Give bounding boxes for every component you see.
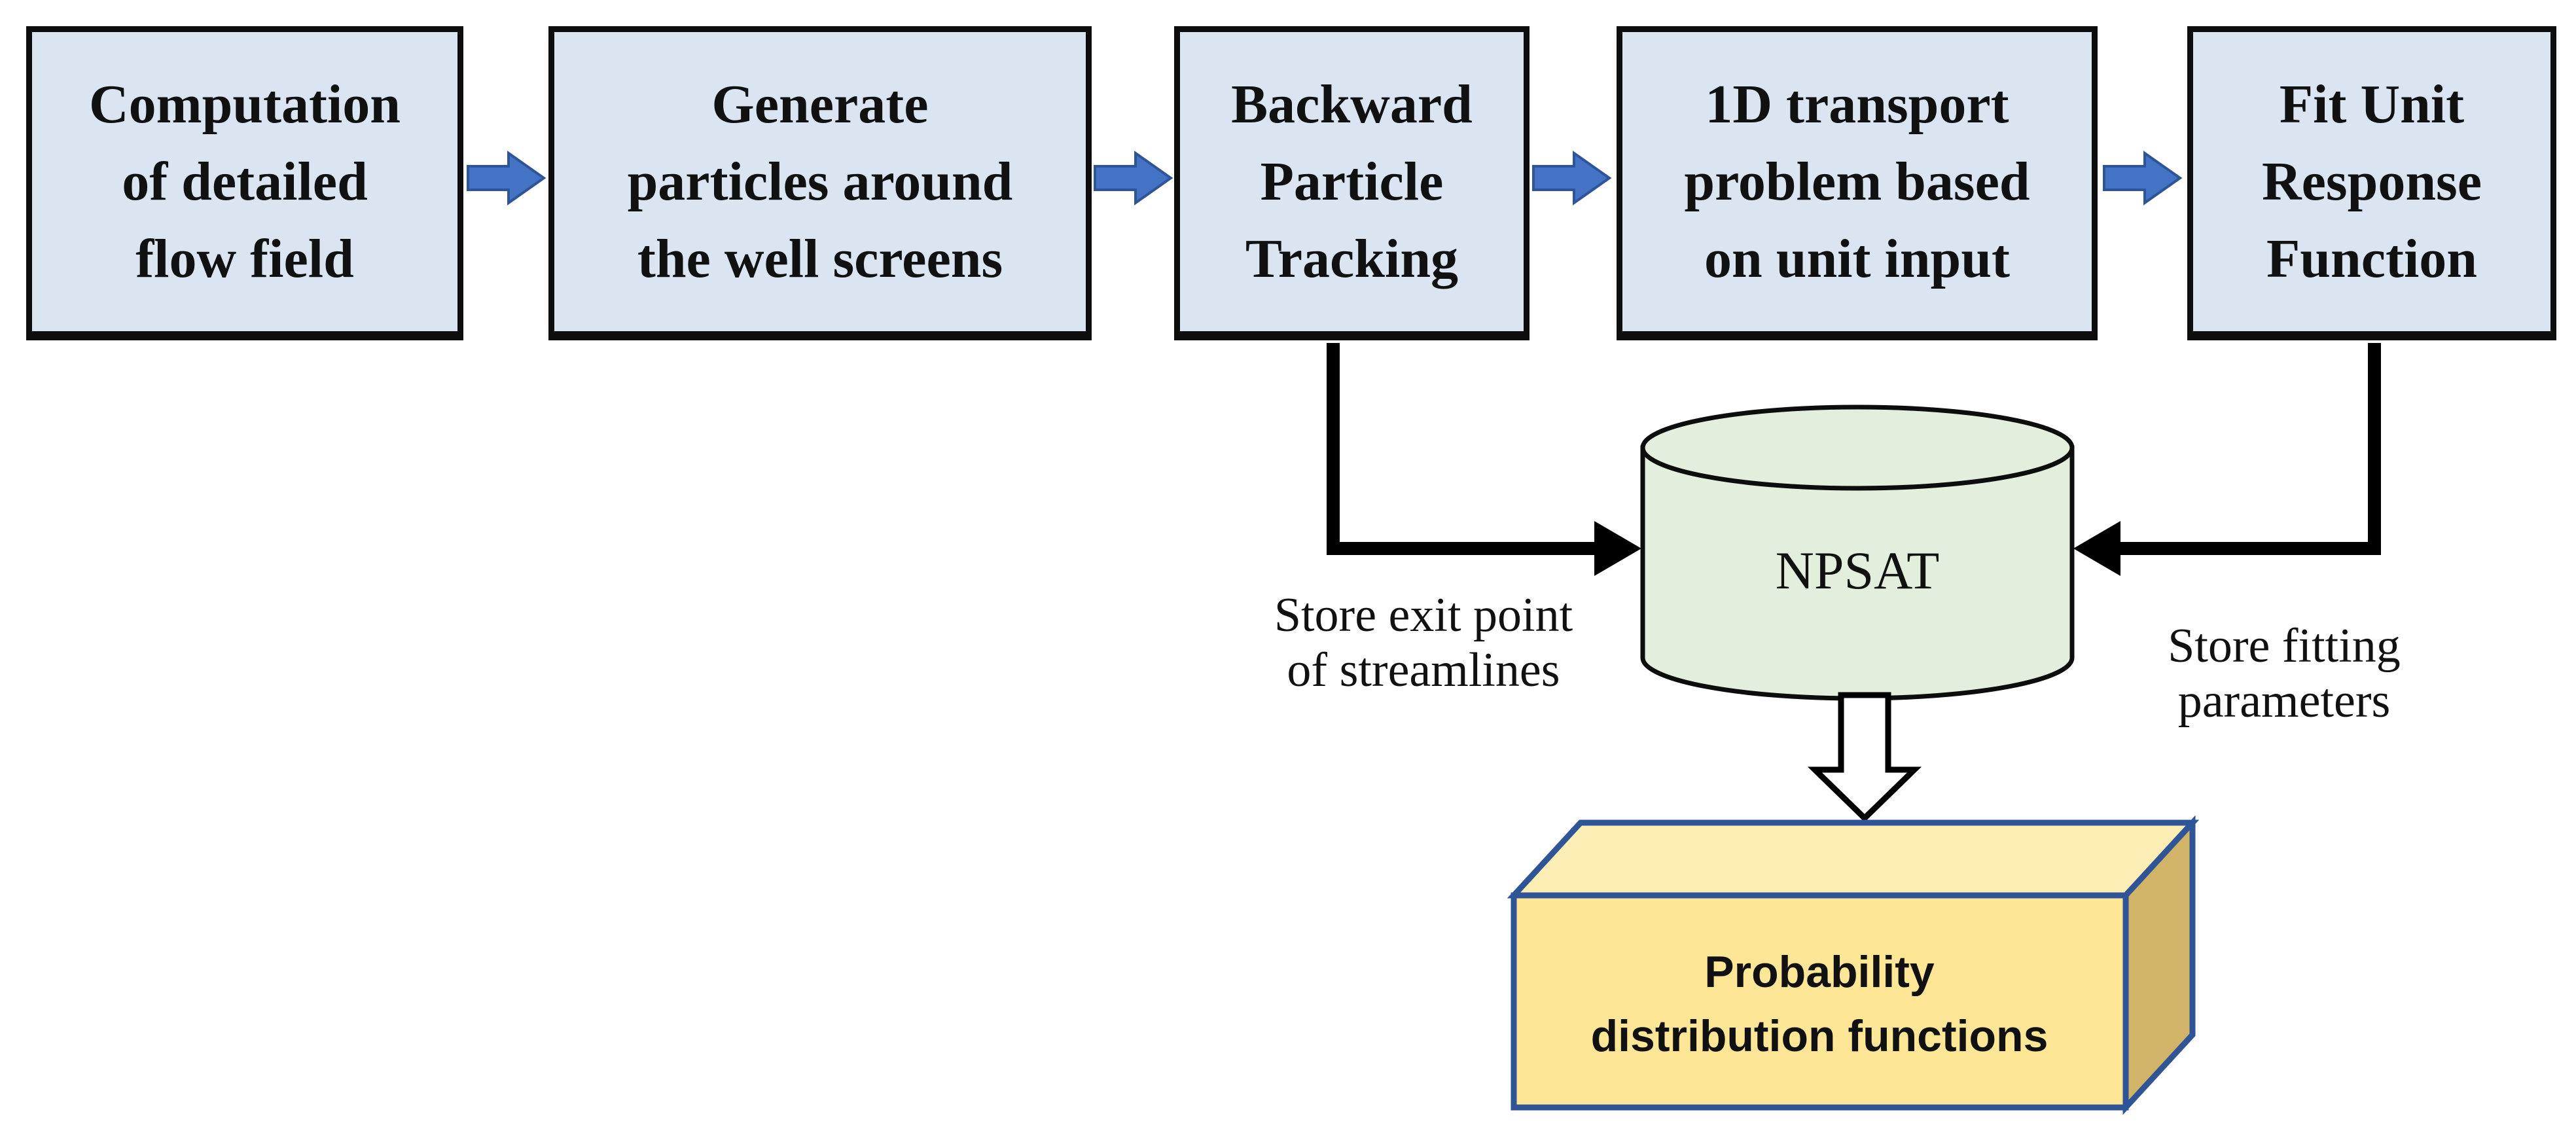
process-box-backward-tracking: Backward Particle Tracking [1174,26,1530,340]
annotation-line: Store fitting [2168,619,2401,673]
process-box-line: Tracking [1245,228,1459,289]
output-box-line: distribution functions [1590,1011,2048,1061]
process-box-fit-unit-response: Fit Unit Response Function [2187,26,2556,340]
process-box-computation: Computation of detailed flow field [26,26,463,340]
process-box-line: flow field [135,228,354,289]
process-box-line: Computation [88,73,401,135]
output-box-label: Probability distribution functions [1538,940,2101,1068]
output-box-line: Probability [1704,947,1935,997]
connector-arrowhead-right-icon [1594,521,1641,576]
down-arrow-icon [1807,692,1922,823]
output-box-top-face [1507,819,2200,899]
process-box-line: the well screens [637,228,1003,289]
process-box-generate-particles: Generate particles around the well scree… [548,26,1092,340]
process-box-line: problem based [1684,151,2030,212]
flow-arrow-4-icon [2103,151,2183,206]
process-box-line: particles around [627,151,1013,212]
process-box-line: Backward [1231,73,1473,135]
process-box-line: of detailed [122,151,368,212]
process-box-line: on unit input [1704,228,2010,289]
annotation-store-exit-point: Store exit point of streamlines [1211,588,1636,698]
annotation-line: of streamlines [1287,643,1560,697]
process-box-line: Generate [711,73,929,135]
flow-arrow-2-icon [1094,151,1173,206]
output-box-front-face [1511,892,2129,1111]
npsat-cylinder-lid [1640,404,2075,491]
process-box-line: 1D transport [1705,73,2009,135]
flow-arrow-3-icon [1532,151,1612,206]
connector-tracking-to-npsat [1327,343,1594,555]
process-box-line: Fit Unit [2279,73,2465,135]
connector-fit-to-npsat [2120,343,2381,555]
flow-arrow-1-icon [467,151,546,206]
connector-arrowhead-left-icon [2073,521,2120,576]
annotation-store-fitting-parameters: Store fitting parameters [2120,619,2448,728]
annotation-line: Store exit point [1274,588,1573,642]
process-box-line: Function [2266,228,2478,289]
process-box-1d-transport: 1D transport problem based on unit input [1617,26,2098,340]
process-box-line: Response [2261,151,2482,212]
npsat-database-label: NPSAT [1775,541,1940,600]
process-box-line: Particle [1260,151,1444,212]
annotation-line: parameters [2177,674,2391,728]
